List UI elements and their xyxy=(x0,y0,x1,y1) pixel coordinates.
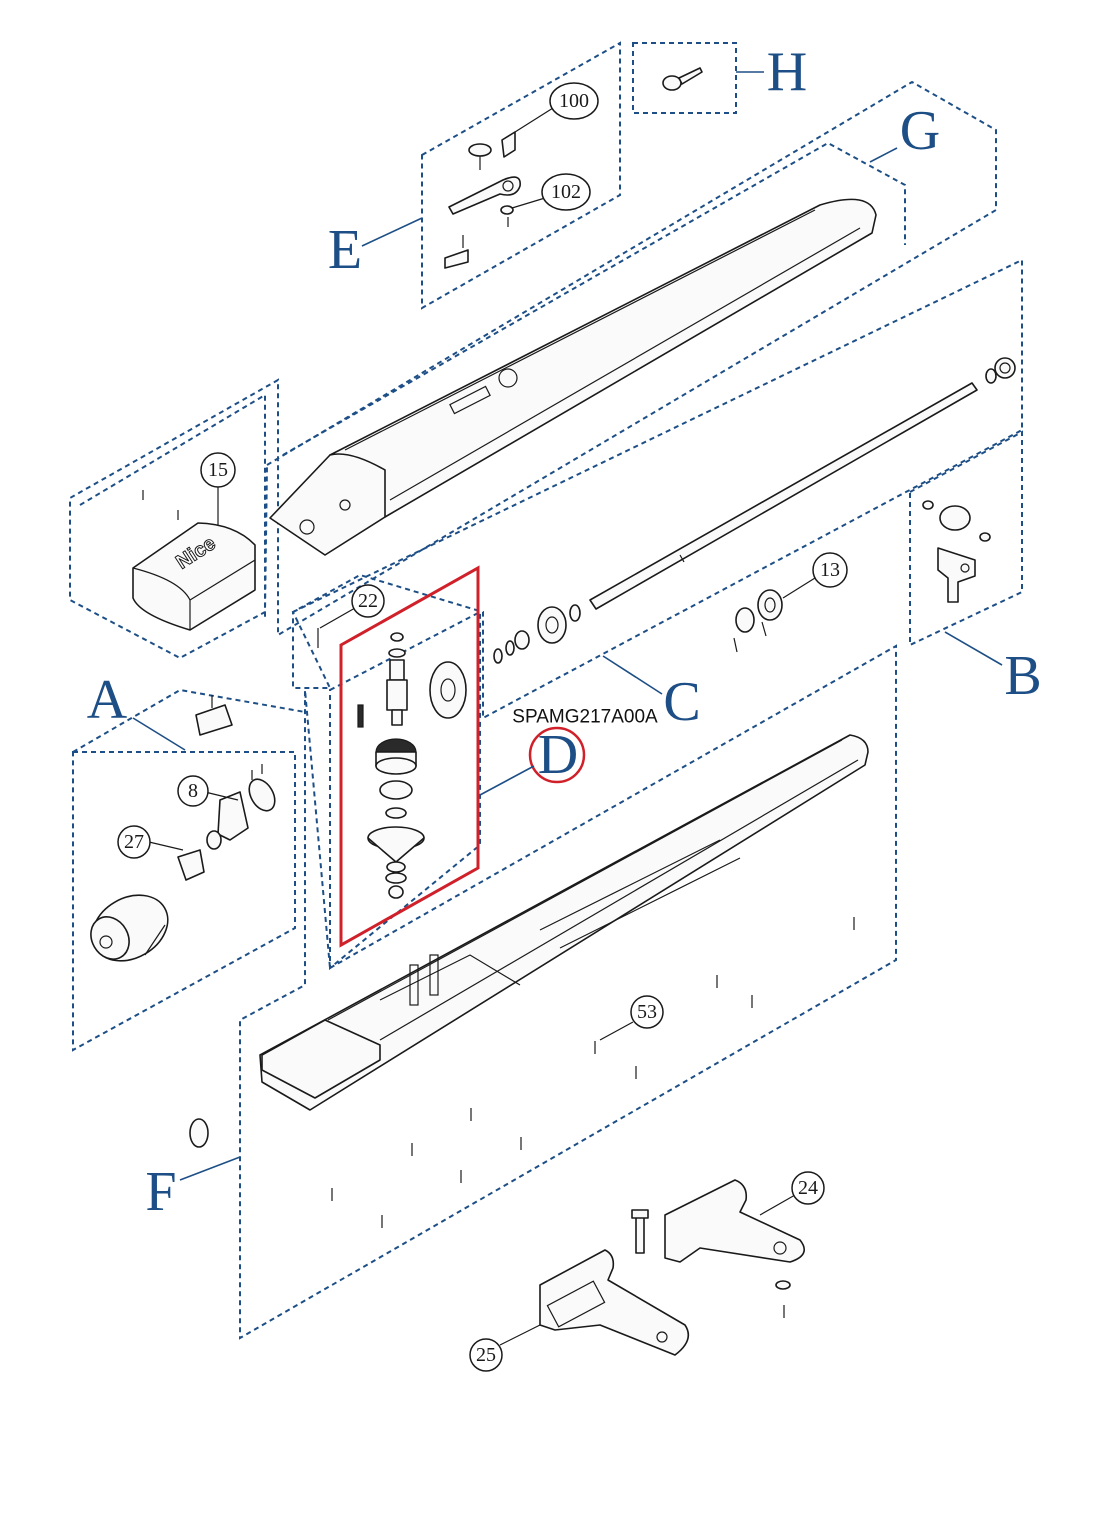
leader-24 xyxy=(759,1194,796,1216)
end-cap: Nice xyxy=(132,490,256,631)
callout-27: 27 xyxy=(117,825,151,859)
motor-assembly xyxy=(90,695,276,962)
leader-25 xyxy=(499,1324,541,1346)
svg-text:102: 102 xyxy=(551,181,581,203)
callout-22: 22 xyxy=(351,584,385,618)
gear-train xyxy=(357,632,467,899)
leader-100 xyxy=(514,107,554,133)
cover-shell xyxy=(269,198,877,556)
callout-102: 102 xyxy=(541,173,591,211)
leader-e xyxy=(361,217,423,247)
release-key xyxy=(662,67,703,91)
leader-a xyxy=(132,717,186,751)
group-g-inner-outline xyxy=(79,393,266,618)
group-g-outline xyxy=(69,80,997,660)
group-b-outline xyxy=(909,430,1023,647)
leader-8 xyxy=(204,791,239,801)
svg-text:13: 13 xyxy=(820,559,840,581)
svg-text:8: 8 xyxy=(188,780,198,802)
group-label-a: A xyxy=(87,669,128,731)
group-label-h: H xyxy=(767,41,807,103)
leader-53 xyxy=(599,1021,634,1041)
housing-screws xyxy=(189,917,855,1228)
leader-f xyxy=(179,1156,241,1181)
group-g-cover-outline xyxy=(282,141,906,456)
front-bracket xyxy=(631,1179,806,1318)
leader-13 xyxy=(782,577,816,599)
callout-15: 15 xyxy=(200,452,236,488)
group-a-top-outline xyxy=(72,688,306,753)
leader-b xyxy=(944,631,1003,666)
svg-text:24: 24 xyxy=(798,1177,818,1199)
svg-text:53: 53 xyxy=(637,1001,657,1023)
group-c-outline xyxy=(291,258,1023,720)
leader-g xyxy=(869,147,898,163)
group-a-outline xyxy=(72,751,296,1052)
callout-13: 13 xyxy=(812,552,848,588)
callout-25: 25 xyxy=(469,1338,503,1372)
callout-100: 100 xyxy=(549,82,599,120)
svg-text:15: 15 xyxy=(208,459,228,481)
leader-27 xyxy=(148,841,184,851)
callout-8: 8 xyxy=(177,775,209,807)
svg-text:100: 100 xyxy=(559,90,589,112)
group-label-d: D xyxy=(538,724,578,786)
leader-d xyxy=(479,765,535,796)
screw-shaft xyxy=(317,357,1016,664)
leader-c xyxy=(602,655,663,695)
gate-bracket xyxy=(539,1249,690,1356)
group-d-letter-highlight xyxy=(528,726,586,784)
group-d-highlight xyxy=(339,565,480,948)
group-label-e: E xyxy=(328,219,362,281)
group-h-outline xyxy=(632,42,737,114)
group-label-f: F xyxy=(145,1161,176,1223)
part-code-label: SPAMG217A00A xyxy=(512,707,658,728)
rear-bracket xyxy=(922,500,991,603)
group-label-c: C xyxy=(663,671,700,733)
leader-102 xyxy=(511,197,546,209)
main-housing xyxy=(259,734,869,1111)
group-d-outline xyxy=(329,610,481,971)
group-label-g: G xyxy=(900,100,940,162)
group-label-b: B xyxy=(1004,645,1041,707)
group-e-outline xyxy=(421,41,621,310)
svg-text:25: 25 xyxy=(476,1344,496,1366)
leader-22 xyxy=(319,607,356,629)
callout-24: 24 xyxy=(791,1171,825,1205)
svg-text:22: 22 xyxy=(358,590,378,612)
svg-text:27: 27 xyxy=(124,831,144,853)
group-f-outline xyxy=(239,644,897,1340)
release-lever-parts xyxy=(444,131,521,269)
callout-53: 53 xyxy=(630,995,664,1029)
